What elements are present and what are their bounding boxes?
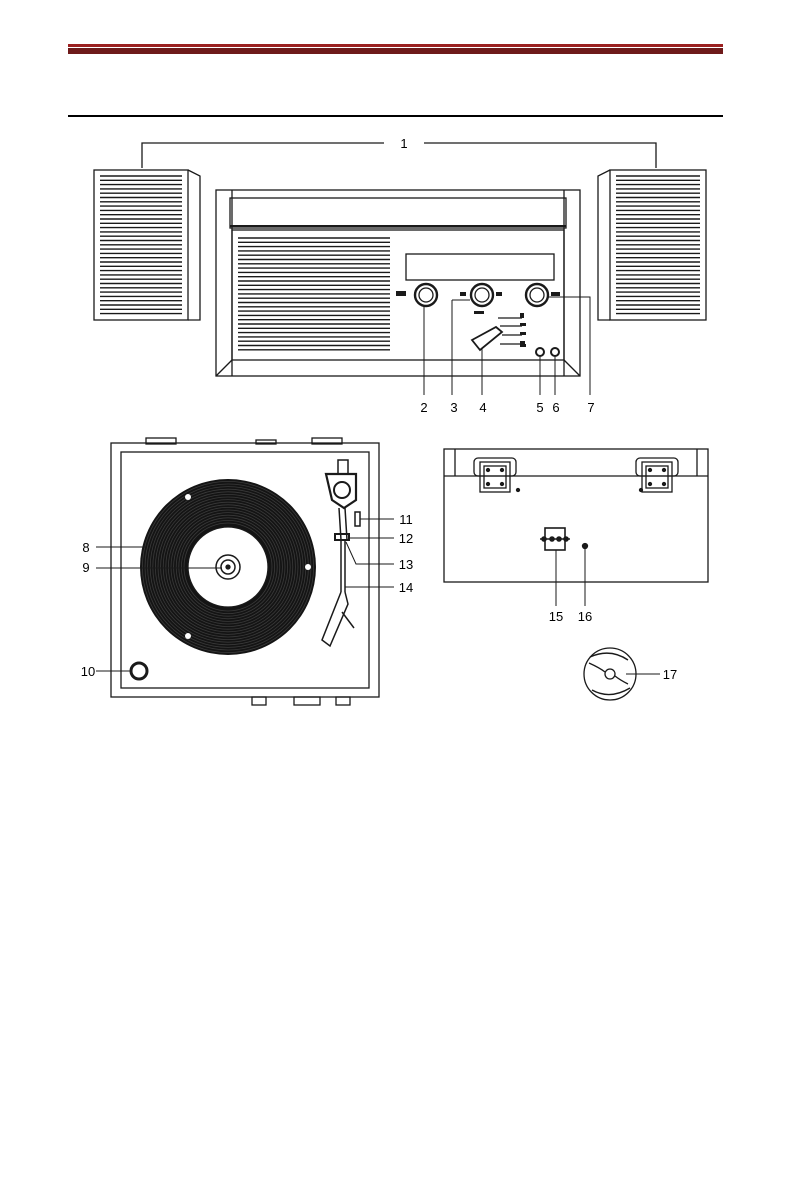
callout-5: 5 [536,400,543,415]
callout-1: 1 [400,136,407,151]
rear-view [444,449,708,606]
45rpm-adapter [584,648,660,700]
callout-3: 3 [450,400,457,415]
main-unit-front [216,190,580,376]
callout-11: 11 [399,512,413,527]
callout-12: 12 [399,531,413,546]
callout-10: 10 [81,664,95,679]
vinyl-record [140,479,316,655]
callout-7: 7 [587,400,594,415]
callout-6: 6 [552,400,559,415]
speaker-bracket [142,143,656,168]
callout-4: 4 [479,400,486,415]
callout-14: 14 [399,580,413,595]
callout-16: 16 [578,609,592,624]
callout-15: 15 [549,609,563,624]
callout-8: 8 [82,540,89,555]
right-speaker [598,170,706,320]
left-speaker [94,170,200,320]
callout-9: 9 [82,560,89,575]
front-view [94,143,706,395]
callout-13: 13 [399,557,413,572]
top-view [96,438,394,705]
antenna-point [583,544,588,549]
callout-2: 2 [420,400,427,415]
callout-17: 17 [663,667,677,682]
